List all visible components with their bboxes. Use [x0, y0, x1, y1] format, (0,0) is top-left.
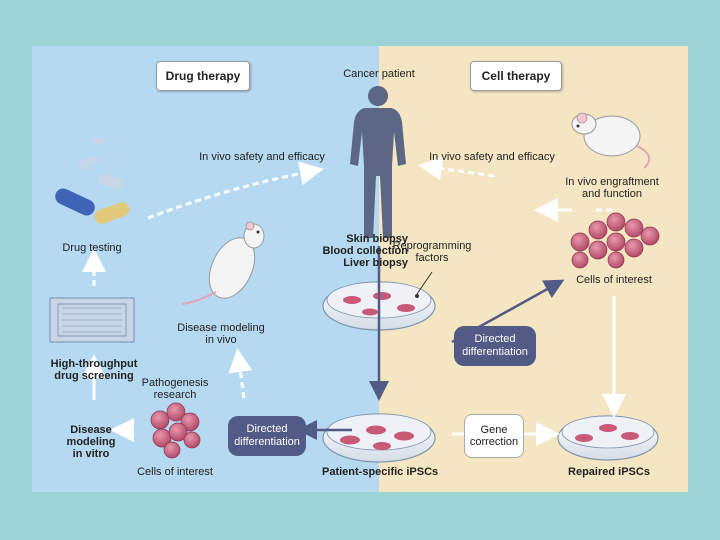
gene-correction-box: Gene correction	[464, 414, 524, 458]
in-vivo-safety-right-label: In vivo safety and efficacy	[429, 151, 555, 163]
repaired-ipscs-label: Repaired iPSCs	[568, 466, 650, 478]
cell-therapy-panel	[379, 46, 688, 492]
in-vivo-engraftment-label: In vivo engraftment and function	[565, 176, 659, 200]
diagram-artwork	[49, 86, 660, 463]
microplate-icon	[49, 297, 135, 343]
biopsy-label: Skin biopsy Blood collection Liver biops…	[322, 233, 408, 269]
cells-of-interest-right-label: Cells of interest	[576, 274, 652, 286]
drug-testing-label: Drug testing	[62, 242, 122, 254]
reprogramming-pointer	[416, 271, 433, 295]
patient-silhouette-icon	[350, 86, 406, 238]
pathogenesis-label: Pathogenesis research	[141, 377, 209, 401]
disease-modeling-in-vitro-label: Disease modeling in vitro	[66, 424, 116, 460]
directed-differentiation-top-pill: Directed differentiation	[454, 326, 536, 366]
mouse-right-icon	[571, 112, 651, 169]
pills-icon	[55, 138, 130, 224]
cells-of-interest-left-label: Cells of interest	[137, 466, 213, 478]
mouse-left-icon	[181, 221, 265, 305]
cell-therapy-header: Cell therapy	[470, 61, 562, 91]
disease-modeling-in-vivo-label: Disease modeling in vivo	[177, 322, 265, 346]
drug-therapy-header: Drug therapy	[156, 61, 250, 91]
directed-differentiation-bottom-pill: Directed differentiation	[228, 416, 306, 456]
dish-repaired-ipscs	[557, 415, 659, 461]
dish-patient-ipscs	[322, 413, 436, 463]
diagram-frame: Drug therapy Cell therapy Cancer patient…	[32, 46, 688, 492]
cell-cluster-right	[570, 212, 660, 269]
in-vivo-safety-left-label: In vivo safety and efficacy	[199, 151, 325, 163]
high-throughput-label: High-throughput drug screening	[50, 358, 138, 382]
reprogramming-factors-label: Reprogramming factors	[392, 240, 472, 264]
dashed-arrows	[82, 156, 612, 399]
cell-cluster-left	[150, 402, 201, 459]
cancer-patient-label: Cancer patient	[343, 68, 415, 80]
patient-ipscs-label: Patient-specific iPSCs	[322, 466, 439, 478]
